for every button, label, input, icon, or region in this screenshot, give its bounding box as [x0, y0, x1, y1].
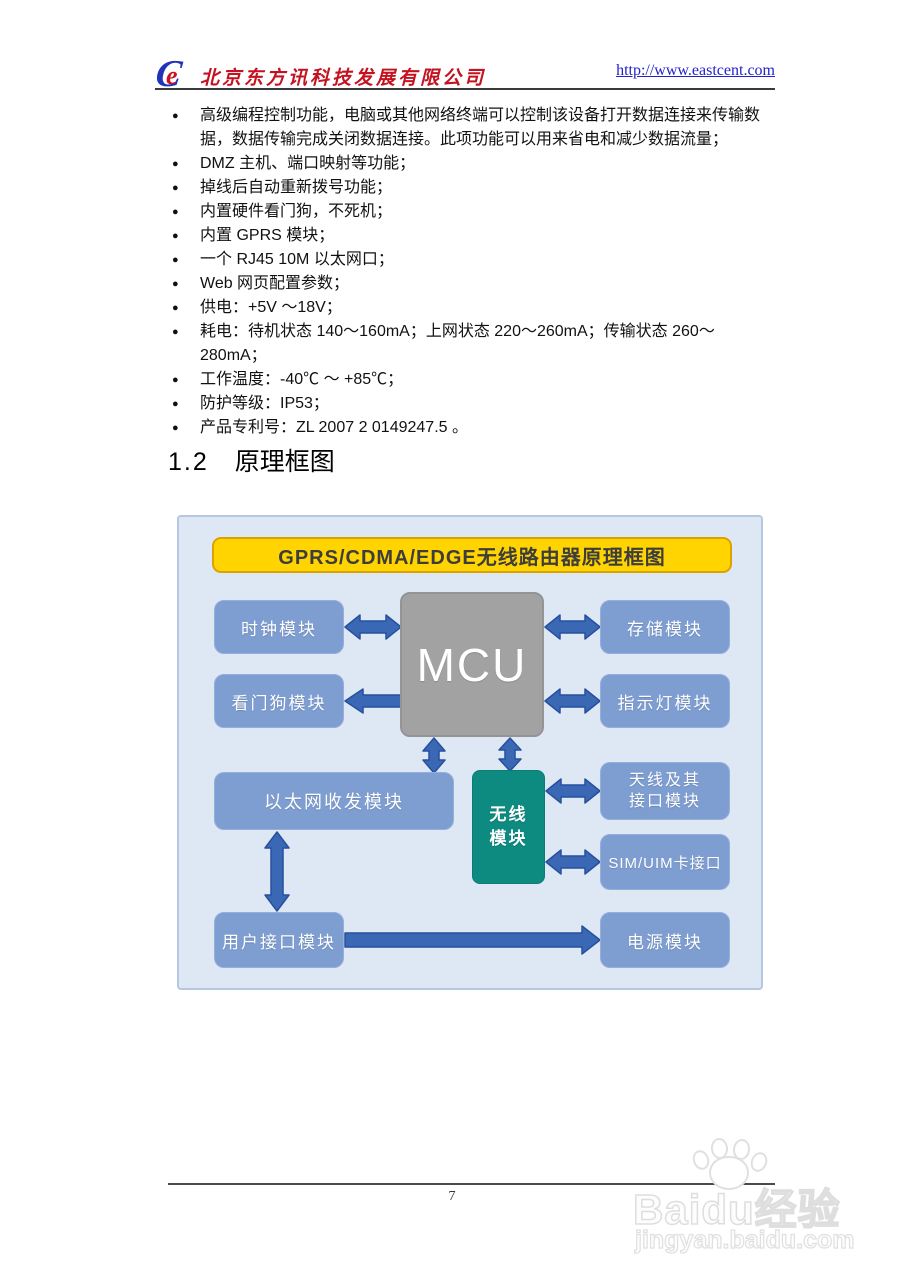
feature-text: DMZ 主机、端口映射等功能；: [200, 155, 416, 172]
diagram-box-indicator-module: 指示灯模块: [600, 674, 730, 728]
arrow-mcu-wireless: [498, 737, 522, 772]
header-url-link[interactable]: http://www.eastcent.com: [616, 62, 775, 79]
header-divider: [155, 88, 775, 90]
feature-text: 工作温度：-40℃ ～ +85℃；: [200, 371, 404, 388]
arrow-wireless-antenna: [545, 778, 601, 804]
feature-list: ● 高级编程控制功能，电脑或其他网络终端可以控制该设备打开数据连接来传输数据，数据…: [168, 104, 780, 440]
page-number: 7: [448, 1189, 456, 1204]
feature-item: ● 高级编程控制功能，电脑或其他网络终端可以控制该设备打开数据连接来传输数据，数据…: [168, 104, 780, 152]
bullet-icon: ●: [172, 326, 179, 338]
feature-item: ● 内置硬件看门狗，不死机；: [168, 200, 780, 224]
diagram-box-user-interface-module: 用户接口模块: [214, 912, 344, 968]
feature-text: 内置硬件看门狗，不死机；: [200, 203, 393, 220]
diagram-box-storage-module: 存储模块: [600, 600, 730, 654]
feature-item: ● 耗电：待机状态 140～160mA；上网状态 220～260mA；传输状态 2…: [168, 320, 780, 368]
feature-text: 掉线后自动重新拨号功能；: [200, 179, 393, 196]
bullet-icon: ●: [172, 182, 179, 194]
footer-divider: [168, 1183, 775, 1185]
diagram-box-sim-interface: SIM/UIM卡接口: [600, 834, 730, 890]
antenna-label-line2: 接口模块: [628, 793, 701, 810]
arrow-mcu-storage: [544, 614, 601, 640]
feature-item: ● 供电：+5V ～18V；: [168, 296, 780, 320]
bullet-icon: ●: [172, 278, 179, 290]
bullet-icon: ●: [172, 374, 179, 386]
bullet-icon: ●: [172, 422, 179, 434]
arrow-user-power: [344, 925, 601, 955]
arrow-mcu-ethernet: [422, 737, 446, 774]
feature-text: Web 网页配置参数；: [200, 275, 350, 292]
diagram-box-antenna-module: 天线及其 接口模块: [600, 762, 730, 820]
feature-item: ● 内置 GPRS 模块；: [168, 224, 780, 248]
feature-item: ● 工作温度：-40℃ ～ +85℃；: [168, 368, 780, 392]
feature-item: ● 防护等级：IP53；: [168, 392, 780, 416]
bullet-icon: ●: [172, 110, 179, 122]
wireless-label-line2: 模块: [489, 829, 528, 848]
feature-text: 一个 RJ45 10M 以太网口；: [200, 251, 394, 268]
feature-item: ● Web 网页配置参数；: [168, 272, 780, 296]
feature-text: 防护等级：IP53；: [200, 395, 329, 412]
bullet-icon: ●: [172, 230, 179, 242]
feature-text: 内置 GPRS 模块；: [200, 227, 335, 244]
diagram-box-wireless-module: 无线 模块: [472, 770, 545, 884]
diagram-title-banner: GPRS/CDMA/EDGE无线路由器原理框图: [212, 537, 732, 573]
section-number: 1.2: [168, 448, 209, 476]
arrow-wireless-sim: [545, 849, 601, 875]
feature-item: ● 一个 RJ45 10M 以太网口；: [168, 248, 780, 272]
company-logo-icon: C e: [153, 52, 194, 95]
arrow-ethernet-user: [264, 831, 290, 912]
bullet-icon: ●: [172, 206, 179, 218]
company-name: 北京东方讯科技发展有限公司: [200, 67, 487, 89]
baidu-paw-icon: [690, 1137, 771, 1190]
bullet-icon: ●: [172, 398, 179, 410]
arrow-clock-mcu: [344, 614, 402, 640]
antenna-label-line1: 天线及其: [628, 772, 701, 789]
section-heading: 1.2 原理框图: [168, 442, 335, 478]
section-title: 原理框图: [234, 448, 335, 476]
bullet-icon: ●: [172, 254, 179, 266]
bullet-icon: ●: [172, 158, 179, 170]
watermark-domain-text: jingyan.baidu.com: [634, 1225, 855, 1254]
feature-text: 高级编程控制功能，电脑或其他网络终端可以控制该设备打开数据连接来传输数据，数据传…: [200, 107, 761, 148]
feature-text: 产品专利号：ZL 2007 2 0149247.5 。: [200, 419, 468, 436]
diagram-box-watchdog-module: 看门狗模块: [214, 674, 344, 728]
block-diagram-panel: GPRS/CDMA/EDGE无线路由器原理框图 MCU 时钟模块 看门狗模块 存…: [177, 515, 763, 990]
arrow-mcu-indicator: [544, 688, 601, 714]
arrow-mcu-watchdog: [344, 688, 403, 714]
feature-item: ● 产品专利号：ZL 2007 2 0149247.5 。: [168, 416, 780, 440]
diagram-box-power-module: 电源模块: [600, 912, 730, 968]
watermark-brand-text: Baidu经验: [632, 1185, 841, 1234]
feature-item: ● DMZ 主机、端口映射等功能；: [168, 152, 780, 176]
logo-e-icon: e: [166, 61, 178, 90]
baidu-jingyan-watermark: Baidu经验 jingyan.baidu.com: [632, 1137, 883, 1258]
feature-text: 耗电：待机状态 140～160mA；上网状态 220～260mA；传输状态 26…: [200, 323, 715, 364]
wireless-label-line1: 无线: [489, 805, 528, 824]
diagram-box-ethernet-module: 以太网收发模块: [214, 772, 454, 830]
feature-item: ● 掉线后自动重新拨号功能；: [168, 176, 780, 200]
diagram-box-mcu: MCU: [400, 592, 544, 737]
bullet-icon: ●: [172, 302, 179, 314]
company-logo: C e 北京东方讯科技发展有限公司: [153, 52, 487, 95]
feature-text: 供电：+5V ～18V；: [200, 299, 342, 316]
diagram-box-clock-module: 时钟模块: [214, 600, 344, 654]
